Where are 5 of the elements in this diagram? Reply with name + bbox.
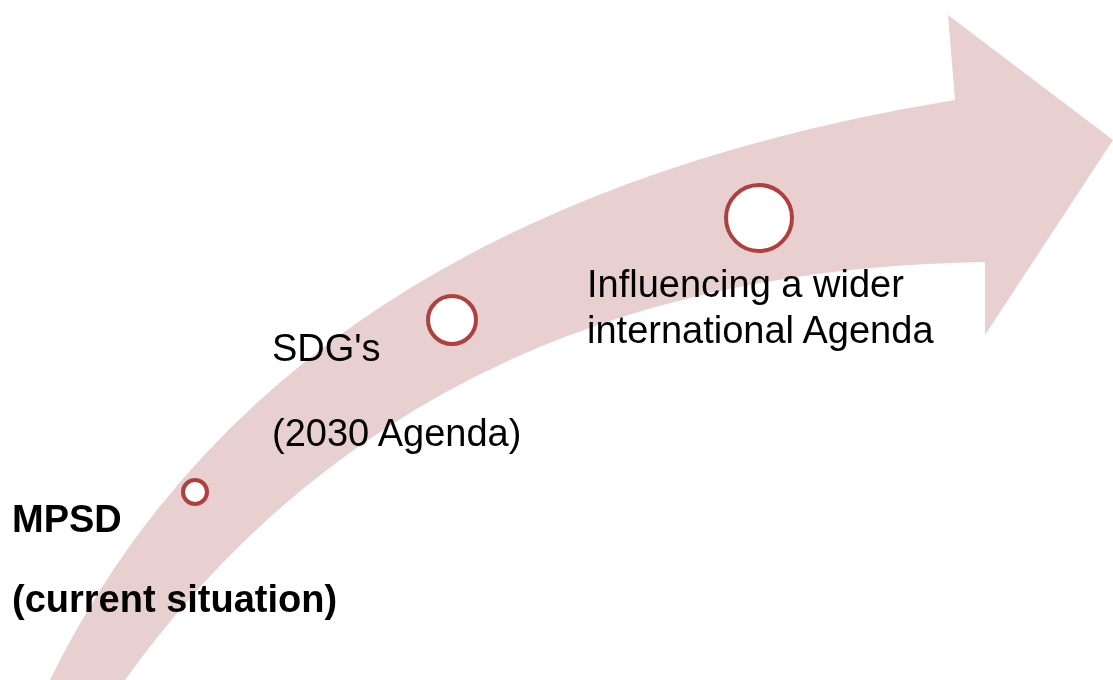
stage-label: (current situation) <box>12 577 338 622</box>
stage-label: Influencing a wider international Agenda <box>587 262 935 353</box>
stage-label: MPSD <box>12 497 122 542</box>
stage-label: (2030 Agenda) <box>272 411 522 456</box>
stage-label: SDG's <box>272 326 381 371</box>
